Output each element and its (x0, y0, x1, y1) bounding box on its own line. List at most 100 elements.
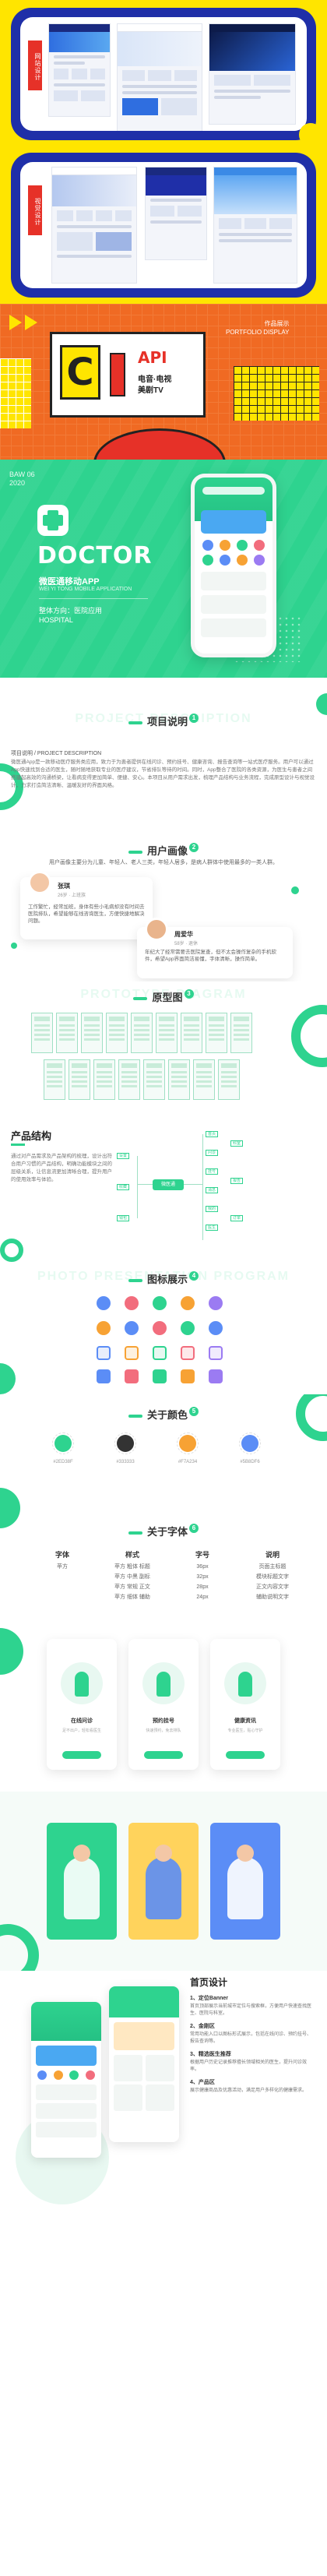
font-cell: 苹方 细体 辅助 (114, 1595, 150, 1600)
section-number: 6 (189, 1524, 199, 1533)
swatch-ring (177, 1432, 199, 1454)
color-label: #2ED38F (53, 1460, 73, 1464)
hero-category: 整体方向：医院应用 HOSPITAL (39, 606, 102, 625)
mindmap-line (202, 1134, 203, 1240)
onboarding-illustration (142, 1662, 185, 1704)
font-column-head: 字号 (195, 1551, 209, 1559)
onboarding-caption: 足不出户，轻松看医生 (62, 1728, 101, 1733)
font-cell: 模块标题文字 (256, 1574, 289, 1580)
mindmap-line (184, 1184, 202, 1185)
api-sub: 电音·电视 美剧TV (138, 375, 171, 396)
website-shot-5 (145, 167, 207, 260)
section-number: 3 (184, 989, 194, 999)
api-note-line: PORTFOLIO DISPLAY (226, 329, 290, 336)
home-item-head: 3、精选医生推荐 (190, 2052, 231, 2057)
structure-title: 产品结构 (11, 1130, 52, 1142)
title-bar (128, 1531, 142, 1535)
start-button[interactable] (144, 1751, 183, 1759)
red-bar (110, 353, 125, 396)
font-column: 字体苹方 (31, 1550, 93, 1572)
color-label: #5B8DF6 (240, 1460, 260, 1464)
frame-screen: 视觉设计 (20, 162, 307, 288)
mindmap-line (137, 1184, 153, 1185)
portfolio-tag: 网站设计 (28, 41, 42, 90)
website-shot-1 (48, 23, 111, 117)
start-button[interactable] (62, 1751, 101, 1759)
hero-subtitle: 微医通移动APP (39, 577, 100, 587)
title-bar (128, 850, 142, 854)
onboarding-phone: 在线问诊足不出户，轻松看医生 (47, 1639, 117, 1770)
video-icon (125, 1369, 139, 1383)
section-title-text: 图标展示 (146, 1274, 188, 1285)
font-column: 说明页面主标题模块标题文字正文内容文字辅助说明文字 (241, 1550, 304, 1602)
avatar (145, 918, 168, 941)
hero-number-line: 2020 (9, 479, 26, 487)
structure-body: 通过对产品需求及产品架构的梳理，设计出符合用户习惯的产品结构，明确功能模块之间的… (11, 1154, 112, 1182)
font-column-head: 样式 (125, 1551, 139, 1559)
decor-disc (0, 1363, 16, 1394)
font-cell: 28px (196, 1584, 209, 1590)
avatar (28, 871, 51, 894)
color-label: #F7A234 (178, 1460, 198, 1464)
illustration-figure (146, 1857, 181, 1919)
section-title-text: 原型图 (152, 992, 183, 1003)
home-phone-mockup-2 (109, 1986, 179, 2142)
decor-dot (299, 123, 322, 146)
report-icon (209, 1296, 223, 1310)
font-column-head: 字体 (54, 1551, 69, 1559)
decor-disc (316, 693, 327, 715)
medicine-icon (97, 1321, 111, 1335)
website-shot-6 (213, 167, 297, 284)
home-item-desc: 常用功能入口以图标形式展示，包括在线问诊、预约挂号、报告查询等。 (190, 2032, 312, 2044)
portfolio-tag-2: 视觉设计 (28, 185, 42, 235)
section-number: 2 (189, 843, 199, 852)
mindmap-line (137, 1156, 138, 1218)
mindmap-node: 报告 (230, 1178, 244, 1184)
hero-number: BAW 06 2020 (9, 470, 35, 488)
wireframe-screen (81, 1013, 103, 1053)
decor-disc (291, 886, 299, 894)
persona-text: 工作繁忙，经常加班，身体有些小毛病却没有时间去医院排队，希望能够在线咨询医生，方… (28, 904, 145, 924)
font-cell: 页面主标题 (258, 1564, 287, 1570)
font-cell: 32px (196, 1574, 209, 1580)
portfolio-frame-1: 网站设计 (0, 0, 327, 148)
start-button[interactable] (226, 1751, 265, 1759)
phone-mockup (191, 474, 276, 657)
intro-body: 微医通App是一款移动医疗服务类应用，致力于为患者提供在线问诊、预约挂号、健康咨… (11, 759, 315, 788)
font-column-head: 说明 (265, 1551, 280, 1559)
home-title: 首页设计 (190, 1977, 228, 1988)
mindmap-node: 收藏 (117, 1184, 130, 1190)
wireframe-screen (193, 1059, 215, 1100)
decor-ring (291, 1005, 327, 1067)
bag-icon (181, 1369, 195, 1383)
mindmap-node: 挂号 (206, 1168, 219, 1175)
mindmap-root: 微医通 (153, 1179, 184, 1190)
section-number: 1 (189, 714, 199, 723)
onboarding-caption: 专业医生，贴心守护 (227, 1728, 263, 1733)
api-word: API (138, 348, 167, 367)
color-swatch (179, 1435, 196, 1452)
onboarding-title: 健康资讯 (234, 1718, 256, 1724)
website-shot-2 (117, 23, 202, 131)
calendar-icon (125, 1321, 139, 1335)
home-item-head: 1、定位Banner (190, 1996, 229, 2001)
title-bar (128, 1278, 142, 1282)
illustration-figure (227, 1857, 263, 1919)
font-cell: 苹方 常规 正文 (114, 1584, 150, 1590)
api-card: C API 电音·电视 美剧TV (50, 332, 206, 418)
font-cell: 苹方 粗体 标题 (114, 1564, 150, 1570)
onboarding-illustration (61, 1662, 103, 1704)
wallet-icon (209, 1346, 223, 1360)
section-title-text: 关于字体 (146, 1526, 188, 1538)
mindmap-node: 我的 (206, 1206, 219, 1212)
register-icon (181, 1296, 195, 1310)
title-bar (11, 1144, 25, 1146)
hero-subtitle-en: WEI YI TONG MOBILE APPLICATION (39, 587, 132, 592)
font-cell: 36px (196, 1564, 209, 1570)
wireframe-screen (181, 1013, 202, 1053)
